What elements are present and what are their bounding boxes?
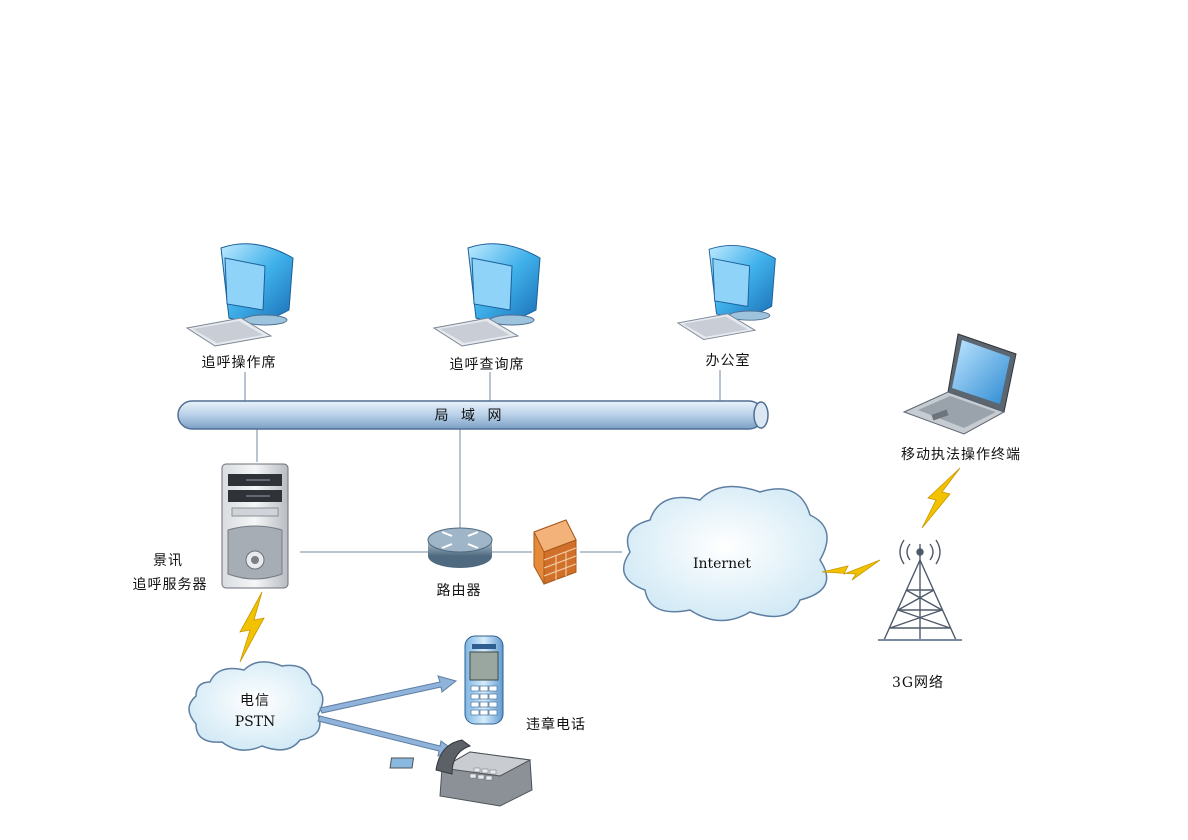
pstn-label-line1: 电信 [240, 693, 270, 709]
pstn-cloud [188, 661, 324, 751]
desktop-computer-operator [185, 243, 294, 347]
lightning-tower-laptop [921, 467, 961, 529]
violation-phone-label: 违章电话 [526, 717, 586, 733]
desktop-computer-query [432, 243, 541, 347]
router-label: 路由器 [436, 583, 482, 599]
desk-phone-icon [389, 739, 533, 807]
network-3g-label: 3G网络 [891, 675, 945, 691]
server-label-line1: 景讯 [153, 553, 183, 569]
firewall-icon [533, 519, 577, 585]
server-label-line2: 追呼服务器 [132, 577, 208, 593]
office-label: 办公室 [705, 353, 751, 369]
query-desk-label: 追呼查询席 [449, 357, 525, 373]
cell-tower-icon [878, 539, 962, 641]
server-tower-icon [221, 463, 289, 589]
connection-lines [244, 370, 721, 553]
lan-label: 局 域 网 [434, 408, 506, 424]
lan-bus [177, 400, 769, 430]
lightning-server-pstn [239, 591, 265, 663]
wireless-links [239, 467, 961, 663]
operator-desk-label: 追呼操作席 [201, 355, 277, 371]
internet-cloud [622, 485, 828, 622]
internet-label: Internet [692, 556, 752, 572]
desktop-computer-office [676, 245, 776, 341]
mobile-phone-icon [464, 635, 504, 725]
mobile-terminal-label: 移动执法操作终端 [901, 447, 1021, 463]
pstn-arrows [317, 675, 458, 757]
pstn-label-line2: PSTN [234, 714, 276, 730]
laptop-icon [902, 333, 1017, 435]
router-icon [427, 527, 493, 568]
lightning-cloud-tower [821, 559, 881, 581]
